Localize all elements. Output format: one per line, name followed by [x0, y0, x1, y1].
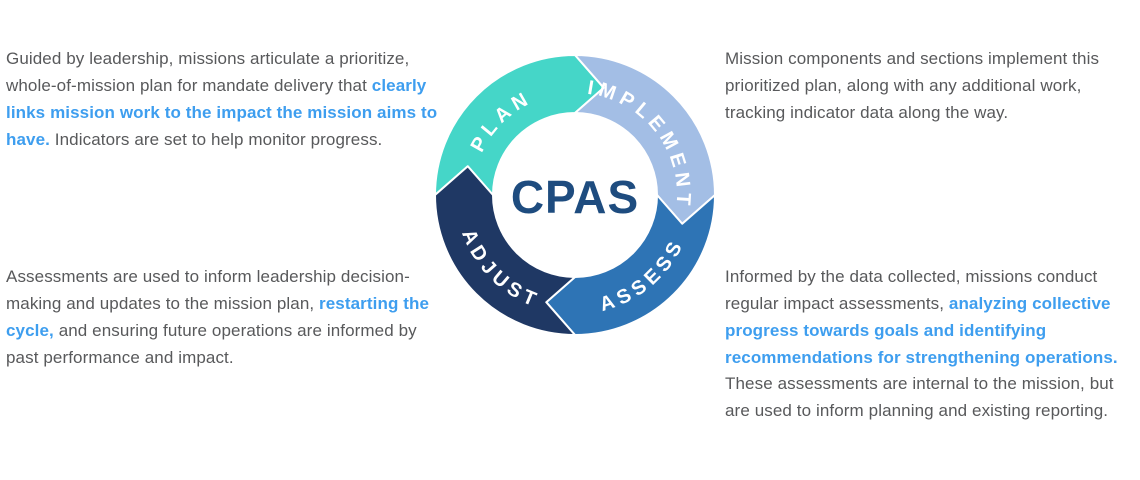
highlight-text: analyzing collective progress towards go…: [725, 293, 1118, 367]
cycle-center-label: CPAS: [511, 171, 639, 223]
plain-text: Informed by the data collected, missions…: [725, 267, 1098, 313]
paragraph-implement: Mission components and sections implemen…: [725, 46, 1131, 127]
plain-text: These assessments are internal to the mi…: [725, 374, 1114, 421]
plain-text: Assessments are used to inform leadershi…: [6, 267, 410, 313]
cycle-segment-adjust: [434, 165, 576, 336]
plain-text: Guided by leadership, missions articulat…: [6, 49, 410, 95]
paragraph-assess: Informed by the data collected, missions…: [725, 264, 1131, 425]
highlight-text: clearly links mission work to the impact…: [6, 75, 438, 149]
plain-text: Indicators are set to help monitor progr…: [49, 129, 383, 149]
paragraph-plan: Guided by leadership, missions articulat…: [6, 46, 438, 153]
paragraph-adjust: Assessments are used to inform leadershi…: [6, 264, 438, 371]
highlight-text: restarting the cycle,: [6, 293, 430, 340]
plain-text: and ensuring future operations are infor…: [6, 320, 417, 367]
plain-text: Mission components and sections implemen…: [725, 49, 1100, 122]
